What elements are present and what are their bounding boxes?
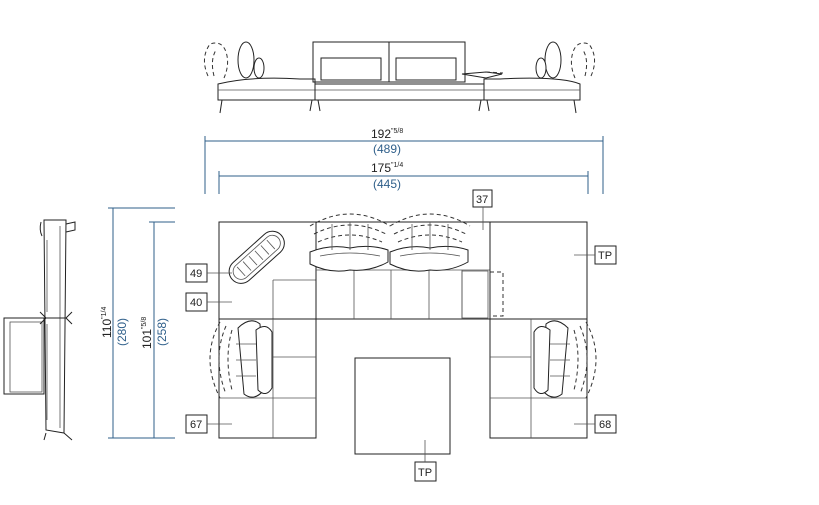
svg-text:40: 40 <box>190 297 202 309</box>
module-tag-40: 40 <box>185 292 232 312</box>
inner-depth-cm: (258) <box>155 318 169 346</box>
svg-text:68: 68 <box>599 419 611 431</box>
inner-width-cm: (445) <box>373 177 401 191</box>
overall-width-inches: 192"5/8 <box>371 127 403 141</box>
svg-text:TP: TP <box>598 250 612 262</box>
inner-width-inches: 175"1/4 <box>371 161 403 175</box>
inner-depth-inches: 101"5/8 <box>140 317 154 349</box>
svg-text:49: 49 <box>190 268 202 280</box>
module-tag-tp-right: TP <box>574 245 617 265</box>
plan-view <box>209 213 597 455</box>
dimension-lines <box>108 136 604 439</box>
module-tag-49: 49 <box>185 263 232 283</box>
front-elevation <box>204 41 595 114</box>
module-tag-37: 37 <box>472 189 493 230</box>
module-tag-67: 67 <box>185 414 232 434</box>
svg-text:TP: TP <box>418 467 432 479</box>
svg-text:37: 37 <box>476 194 488 206</box>
overall-width-cm: (489) <box>373 142 401 156</box>
overall-depth-inches: 110"1/4 <box>100 307 114 338</box>
module-tag-68: 68 <box>574 414 617 434</box>
side-elevation <box>3 219 76 441</box>
svg-text:67: 67 <box>190 419 202 431</box>
overall-depth-cm: (280) <box>115 318 129 346</box>
module-tag-tp-bottom: TP <box>414 440 437 482</box>
